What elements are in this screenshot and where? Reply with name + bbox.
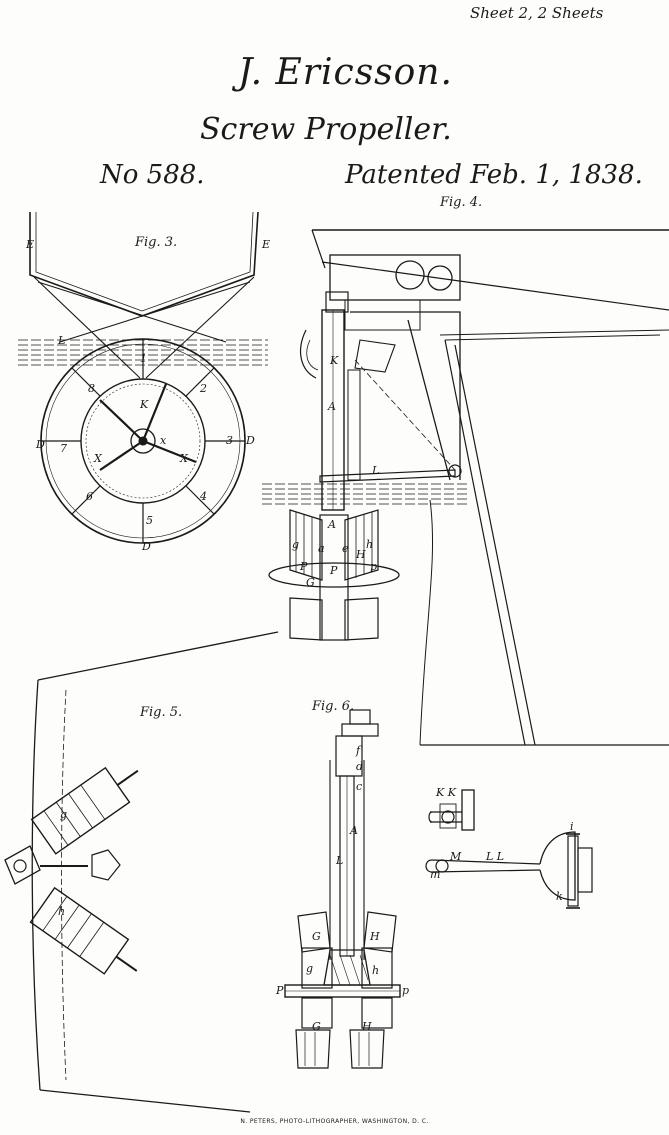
figure-3-label: Fig. 3.: [134, 235, 177, 250]
label-h-fig6: h: [372, 964, 379, 977]
patent-number: No 588.: [100, 160, 205, 190]
label-c: c: [356, 780, 362, 793]
label-X-left: X: [93, 452, 103, 465]
inventor-name: J. Ericsson.: [238, 52, 453, 93]
label-g: g: [292, 538, 299, 551]
label-E-left: E: [25, 238, 34, 251]
label-KK: K K: [435, 786, 457, 799]
label-p: p: [370, 560, 377, 573]
label-a: a: [318, 542, 325, 555]
segment-1: 1: [140, 352, 147, 365]
figure-4: Fig. 4.: [262, 195, 669, 746]
segment-8: 8: [88, 382, 95, 395]
label-i: i: [570, 820, 574, 833]
label-G-fig6: G: [312, 930, 321, 943]
label-P-fig6: P: [275, 984, 284, 997]
label-E-right: E: [261, 238, 270, 251]
label-K: K: [139, 398, 149, 411]
detail-LL: L L M m k i: [425, 820, 593, 909]
label-L-fig6: L: [335, 854, 343, 867]
label-H: H: [355, 548, 366, 561]
segment-7: 7: [60, 442, 67, 455]
figure-6: Fig. 6.: [275, 699, 409, 1069]
label-H-lower: H: [361, 1020, 372, 1033]
label-G-lower: G: [312, 1020, 321, 1033]
figure-3: Fig. 3.: [18, 211, 270, 553]
label-D-bottom: D: [141, 540, 151, 553]
label-f: f: [355, 744, 362, 757]
label-L: L: [57, 334, 65, 347]
label-h-fig5: h: [58, 905, 65, 918]
detail-KK: K K: [428, 786, 475, 831]
label-A-shaft: A: [327, 400, 336, 413]
figure-6-label: Fig. 6.: [311, 699, 354, 714]
label-P-left: P: [299, 560, 308, 573]
label-H-fig6: H: [369, 930, 380, 943]
label-L-fig4: L: [371, 464, 379, 477]
label-d: d: [356, 760, 363, 773]
label-D-right: D: [245, 434, 255, 447]
segment-6: 6: [86, 490, 93, 503]
segment-5: 5: [146, 514, 153, 527]
figure-5-label: Fig. 5.: [139, 705, 182, 720]
label-k: k: [556, 890, 563, 903]
segment-3: 3: [226, 434, 233, 447]
label-A-lower: A: [327, 518, 336, 531]
figure-4-label: Fig. 4.: [439, 195, 482, 210]
patent-date: Patented Feb. 1, 1838.: [345, 160, 643, 190]
label-D-left: D: [35, 438, 45, 451]
label-A-fig6: A: [349, 824, 358, 837]
label-x: x: [160, 434, 167, 447]
label-g-fig5: g: [60, 808, 67, 821]
label-G: G: [306, 576, 315, 589]
figure-5: Fig. 5. g h: [4, 631, 279, 1113]
label-m: m: [430, 868, 440, 881]
label-e: e: [342, 542, 349, 555]
label-h: h: [366, 538, 373, 551]
invention-title: Screw Propeller.: [200, 112, 452, 147]
label-g-fig6: g: [306, 962, 313, 975]
label-K-fig4: K: [329, 354, 339, 367]
engraver-credit: N. PETERS, PHOTO-LITHOGRAPHER, WASHINGTO…: [240, 1118, 429, 1125]
segment-2: 2: [199, 382, 207, 395]
label-M: M: [449, 850, 462, 863]
sheet-number: Sheet 2, 2 Sheets: [470, 4, 604, 22]
label-LL: L L: [485, 850, 504, 863]
segment-4: 4: [199, 490, 207, 503]
label-P-center: P: [329, 564, 338, 577]
label-p-fig6: p: [402, 984, 409, 997]
label-X-right: X: [179, 452, 189, 465]
